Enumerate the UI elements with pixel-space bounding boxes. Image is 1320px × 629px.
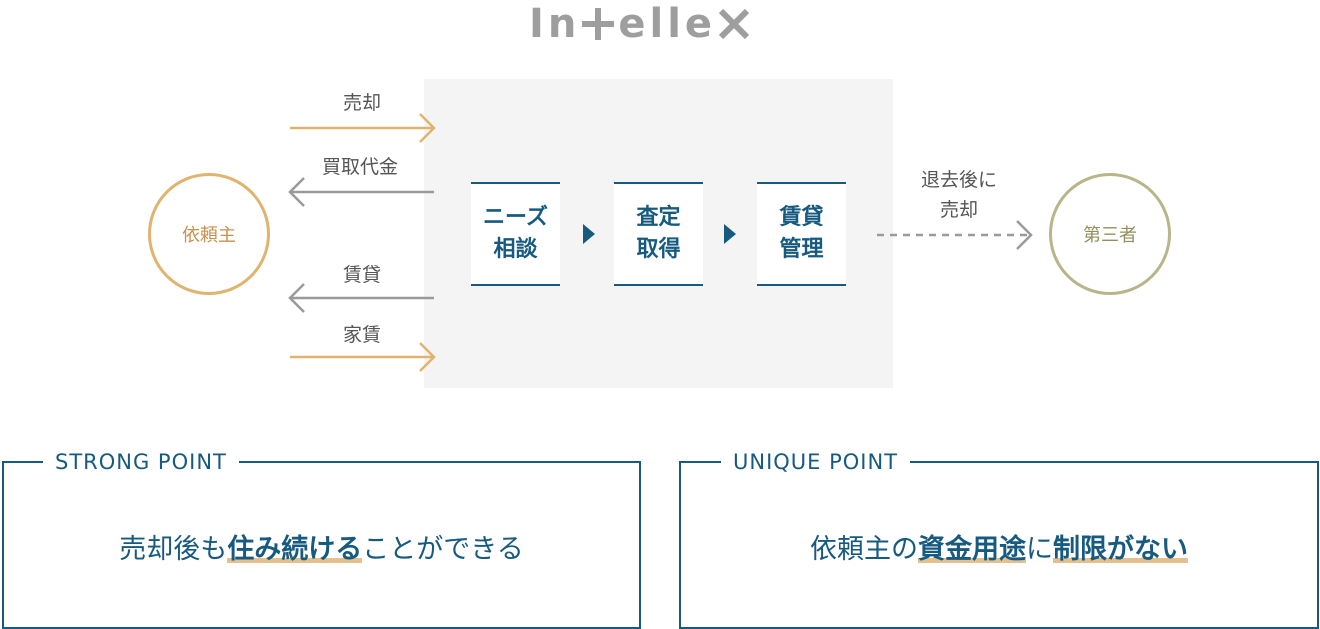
third-party-label: 第三者 — [1083, 225, 1137, 246]
third-party-circle: 第三者 — [1049, 173, 1171, 295]
strong-point-pre: 売却後も — [119, 534, 228, 565]
unique-point-highlight1: 資金用途 — [918, 534, 1026, 565]
arrow-purchase-price — [288, 177, 434, 207]
label-after-vacate-line1: 退去後に — [920, 169, 997, 191]
intellex-logo: In elle — [529, 2, 750, 46]
unique-point-mid: に — [1026, 534, 1053, 565]
strong-point-post: ことができる — [362, 534, 524, 565]
client-circle: 依頼主 — [148, 173, 270, 295]
logo-plus-icon — [582, 8, 615, 40]
unique-point-box — [679, 461, 1319, 629]
unique-point-title: UNIQUE POINT — [721, 448, 911, 476]
arrow-sell — [290, 113, 436, 143]
logo-text-part2: elle — [618, 1, 717, 47]
step-3-line1: 賃貸 — [779, 205, 824, 230]
step-2-line2: 取得 — [636, 237, 681, 262]
arrow-lease — [288, 283, 434, 313]
label-after-vacate: 退去後に 売却 — [908, 165, 1010, 225]
step-2-line1: 査定 — [636, 205, 681, 230]
step-1-line2: 相談 — [493, 237, 538, 262]
step-3-line2: 管理 — [779, 237, 824, 262]
step-arrow-right-icon — [583, 224, 595, 244]
strong-point-box — [2, 461, 641, 629]
arrow-after-vacate — [877, 220, 1033, 250]
step-arrow-right-icon — [724, 224, 736, 244]
strong-point-highlight: 住み続ける — [227, 534, 363, 565]
step-appraisal-acquisition: 査定 取得 — [614, 182, 703, 286]
logo-x-icon — [718, 8, 750, 40]
unique-point-pre: 依頼主の — [810, 534, 918, 565]
unique-point-highlight2: 制限がない — [1053, 534, 1188, 565]
client-label: 依頼主 — [182, 225, 236, 246]
unique-point-text: 依頼主の資金用途に制限がない — [679, 530, 1319, 570]
step-rental-management: 賃貸 管理 — [757, 182, 846, 286]
step-1-line1: ニーズ — [483, 205, 548, 230]
label-after-vacate-line2: 売却 — [939, 199, 978, 221]
label-lease: 賃貸 — [343, 264, 382, 286]
logo-text-part1: In — [529, 1, 581, 47]
step-needs-consultation: ニーズ 相談 — [471, 182, 560, 286]
strong-point-title: STRONG POINT — [43, 448, 239, 476]
label-sell: 売却 — [343, 92, 382, 114]
strong-point-text: 売却後も住み続けることができる — [2, 530, 641, 570]
label-purchase-price: 買取代金 — [322, 156, 399, 178]
label-rent: 家賃 — [343, 324, 382, 346]
arrow-rent — [290, 342, 436, 372]
